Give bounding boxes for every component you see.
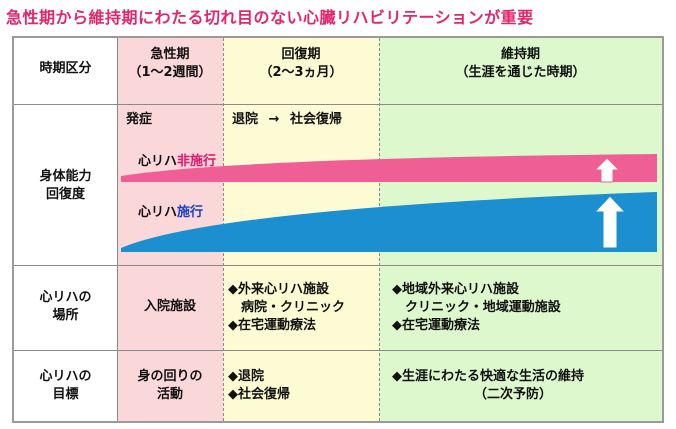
ability-divider <box>14 265 662 266</box>
no-rehab-arrow-icon <box>593 157 621 183</box>
onset-event: 発症 <box>126 112 153 127</box>
place-maintenance-item: ◆地域外来心リハ施設 <box>392 282 519 297</box>
rehab-label: 心リハ施行 <box>138 201 203 220</box>
place-maintenance-item: ◆在宅運動療法 <box>392 318 480 333</box>
goal-recovery-item: ◆社会復帰 <box>228 387 290 402</box>
recovery-curves <box>121 154 657 252</box>
ability-label-line2: 回復度 <box>45 187 85 202</box>
place-recovery-item: ◆外来心リハ施設 <box>228 282 329 297</box>
place-acute: 入院施設 <box>143 299 196 314</box>
goal-acute-line1: 身の回りの <box>137 369 203 384</box>
goal-label-line2: 目標 <box>52 387 79 402</box>
rehab-highlight: 施行 <box>177 205 204 220</box>
rehab-arrow-icon <box>593 195 627 249</box>
place-label-line1: 心リハの <box>39 290 92 305</box>
label-column-divider <box>117 38 118 421</box>
goal-maintenance-line1: ◆生涯にわたる快適な生活の維持 <box>392 369 584 384</box>
goal-recovery-list: ◆退院 ◆社会復帰 <box>228 368 290 404</box>
goal-maintenance: ◆生涯にわたる快適な生活の維持 （二次予防） <box>392 368 584 404</box>
no-rehab-highlight: 非施行 <box>177 154 217 169</box>
goal-acute: 身の回りの 活動 <box>117 368 223 404</box>
header-divider <box>14 104 662 105</box>
goal-recovery-item: ◆退院 <box>228 369 264 384</box>
recovery-phase-name: 回復期 <box>281 47 321 62</box>
goal-maintenance-line2: （二次予防） <box>474 387 553 402</box>
place-row-label: 心リハの 場所 <box>14 289 117 325</box>
no-rehab-prefix: 心リハ <box>138 154 178 169</box>
place-label-line2: 場所 <box>52 308 79 323</box>
goal-label-line1: 心リハの <box>39 369 92 384</box>
acute-phase-span: （1～2週間） <box>128 65 212 80</box>
place-maintenance-item: クリニック・地域運動施設 <box>392 300 561 315</box>
place-divider <box>14 350 662 351</box>
rehab-prefix: 心リハ <box>138 205 178 220</box>
maintenance-phase-name: 維持期 <box>500 47 540 62</box>
acute-phase-header: 急性期 （1～2週間） <box>117 46 223 82</box>
rehab-curve <box>121 192 657 252</box>
maintenance-phase-header: 維持期 （生涯を通じた時期） <box>379 46 662 82</box>
place-recovery-item: 病院・クリニック <box>228 300 346 315</box>
place-recovery-item: ◆在宅運動療法 <box>228 318 316 333</box>
discharge-label: 退院 <box>232 112 259 127</box>
right-arrow-icon: → <box>268 112 280 127</box>
discharge-event: 退院 → 社会復帰 <box>232 108 342 127</box>
period-label: 時期区分 <box>39 61 92 76</box>
place-maintenance-list: ◆地域外来心リハ施設 クリニック・地域運動施設 ◆在宅運動療法 <box>392 281 561 335</box>
no-rehab-curve <box>121 154 657 182</box>
goal-acute-line2: 活動 <box>156 387 183 402</box>
maintenance-phase-span: （生涯を通じた時期） <box>455 65 586 80</box>
no-rehab-label: 心リハ非施行 <box>138 150 216 169</box>
goal-row-label: 心リハの 目標 <box>14 368 117 404</box>
page-title: 急性期から維持期にわたる切れ目のない心臓リハビリテーションが重要 <box>6 8 534 27</box>
recovery-phase-header: 回復期 （2～3ヵ月） <box>223 46 379 82</box>
recovery-phase-span: （2～3ヵ月） <box>259 65 343 80</box>
place-recovery-list: ◆外来心リハ施設 病院・クリニック ◆在宅運動療法 <box>228 281 345 335</box>
ability-label-line1: 身体能力 <box>39 169 92 184</box>
return-label: 社会復帰 <box>289 112 342 127</box>
rehab-phase-table: 時期区分 急性期 （1～2週間） 回復期 （2～3ヵ月） 維持期 （生涯を通じた… <box>12 36 664 423</box>
acute-phase-name: 急性期 <box>150 47 190 62</box>
ability-row-label: 身体能力 回復度 <box>14 168 117 204</box>
